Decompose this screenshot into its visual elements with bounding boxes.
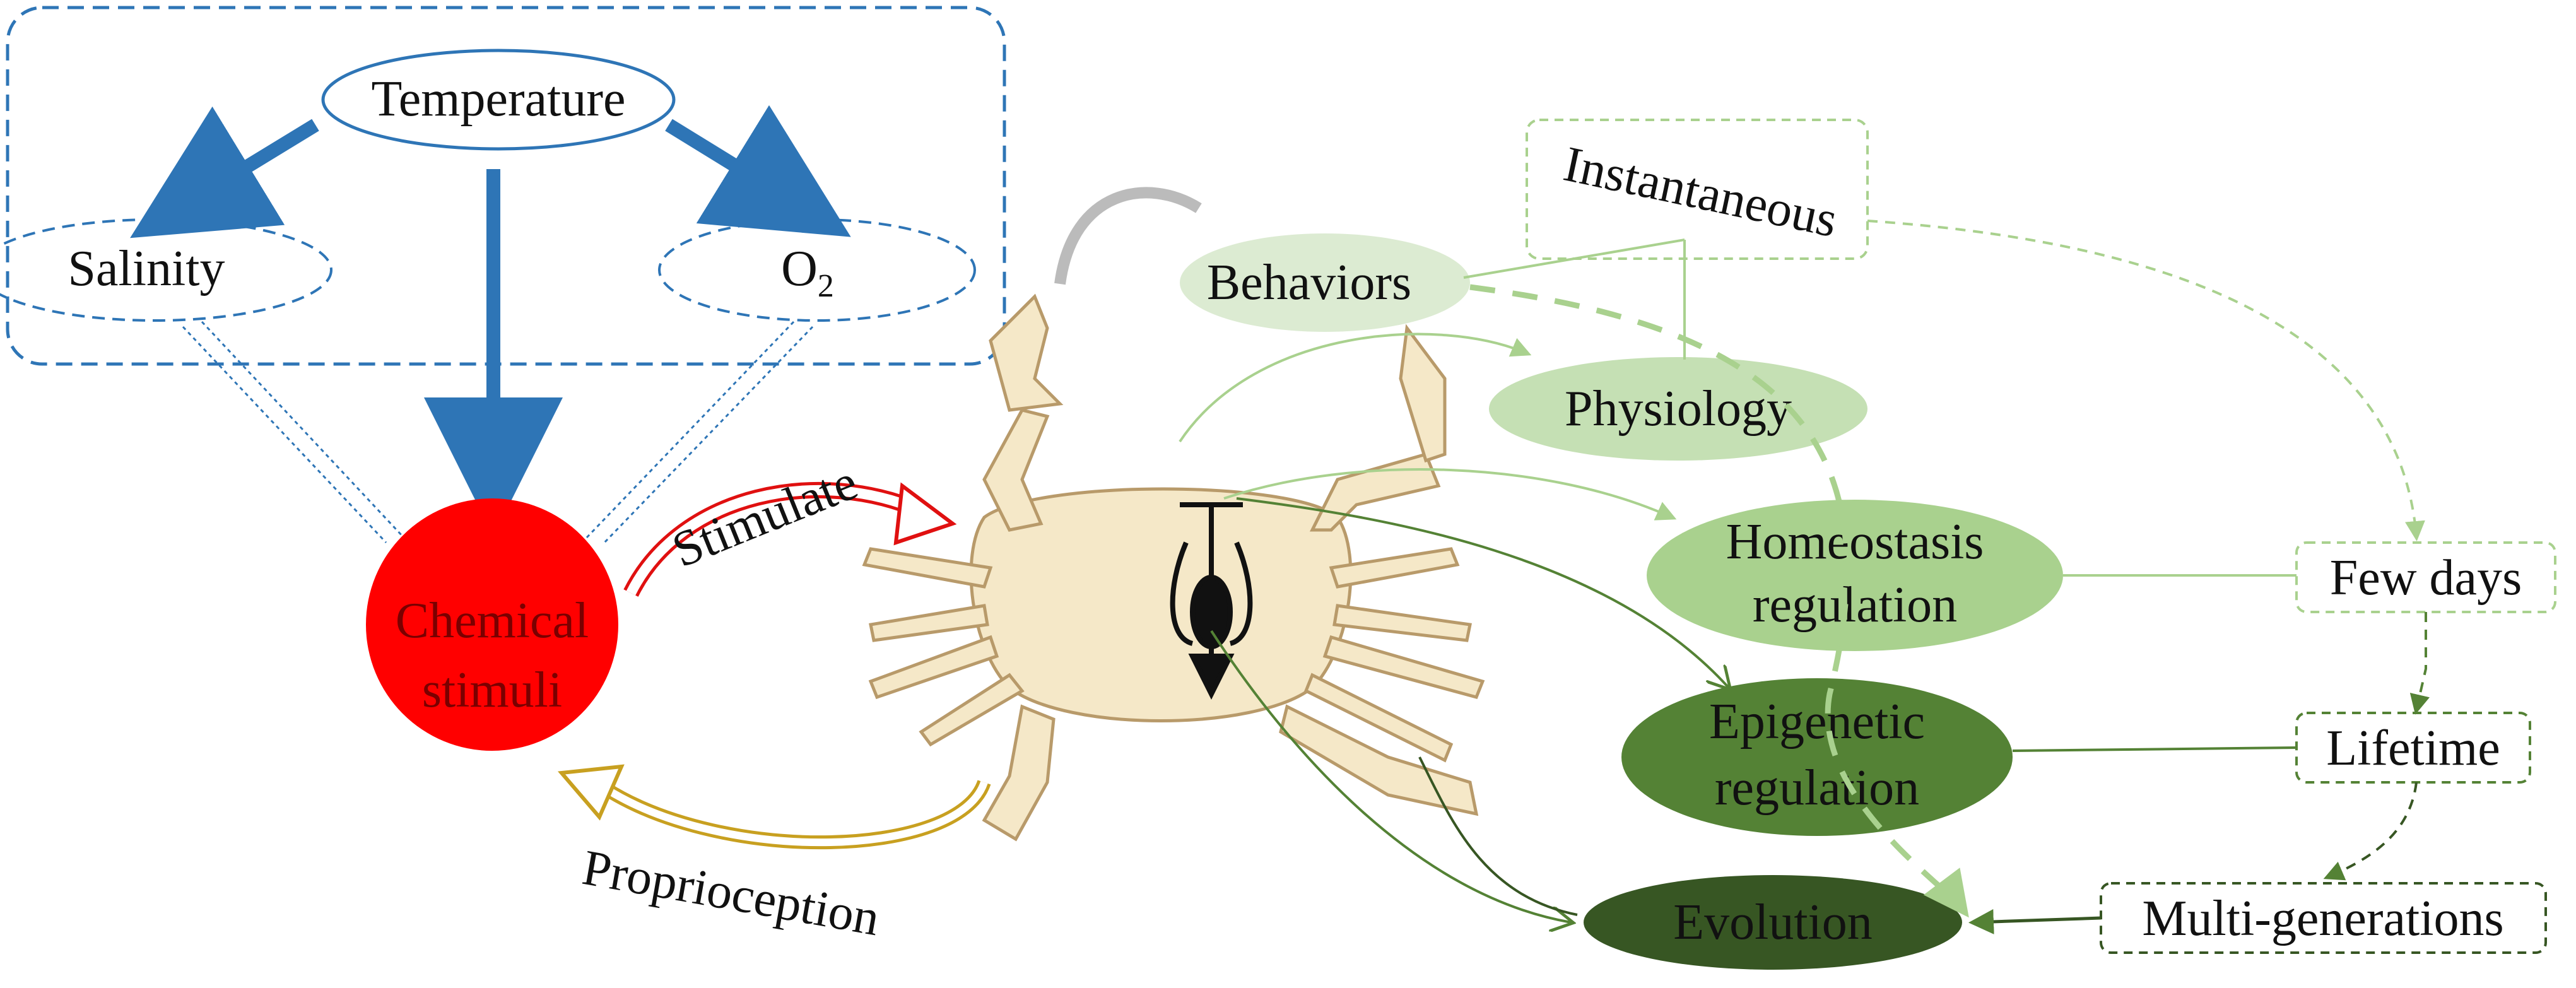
behaviors-node xyxy=(1180,233,1470,332)
epigenetic-node xyxy=(1621,678,2013,836)
responses-group: Behaviors Physiology Homeostasis regulat… xyxy=(1180,233,2063,970)
proprioception-arrow xyxy=(603,780,988,847)
crab-organ xyxy=(1170,502,1253,700)
homeostasis-label-line2: regulation xyxy=(1753,577,1957,633)
multi-generations-label: Multi-generations xyxy=(2142,891,2503,946)
crab-to-response-arrows xyxy=(1054,187,1729,922)
chemical-label-line1: Chemical xyxy=(396,593,589,649)
oxygen-to-chemical-link xyxy=(585,321,814,544)
environment-box xyxy=(6,6,1006,366)
behaviors-label: Behaviors xyxy=(1207,255,1411,310)
stimulate-label: Stimulate xyxy=(665,454,865,578)
salinity-to-chemical-link xyxy=(182,321,405,544)
oxygen-node xyxy=(658,218,976,322)
physiology-node xyxy=(1489,357,1867,461)
epigenetic-label-line1: Epigenetic xyxy=(1709,694,1925,750)
timescales-group: Instantaneous Few days Lifetime Multi-ge… xyxy=(1526,119,2556,954)
oxygen-label: O2 xyxy=(781,241,834,304)
temp-to-salinity-arrow xyxy=(130,106,319,238)
few-days-label: Few days xyxy=(2330,550,2522,606)
crab-illustration xyxy=(862,293,1485,842)
instantaneous-box xyxy=(1526,119,1869,260)
timescale-links xyxy=(1463,220,2430,934)
proprioception-label: Proprioception xyxy=(579,840,884,946)
evolution-label: Evolution xyxy=(1673,895,1873,950)
lifetime-label: Lifetime xyxy=(2326,720,2500,776)
chemical-label-line2: stimuli xyxy=(422,662,562,718)
homeostasis-node xyxy=(1647,500,2063,651)
chemical-stimuli-node xyxy=(366,498,618,751)
homeostasis-label-line1: Homeostasis xyxy=(1726,514,1984,570)
temperature-node xyxy=(321,49,676,151)
physiology-label: Physiology xyxy=(1565,381,1792,437)
temp-to-oxygen-arrow xyxy=(665,105,851,237)
environment-group: Temperature Salinity O2 xyxy=(0,6,1006,544)
temperature-label: Temperature xyxy=(371,71,625,127)
few-days-box xyxy=(2295,541,2556,613)
evolution-node xyxy=(1584,875,1962,970)
epigenetic-label-line2: regulation xyxy=(1715,760,1919,816)
salinity-label: Salinity xyxy=(68,241,225,297)
